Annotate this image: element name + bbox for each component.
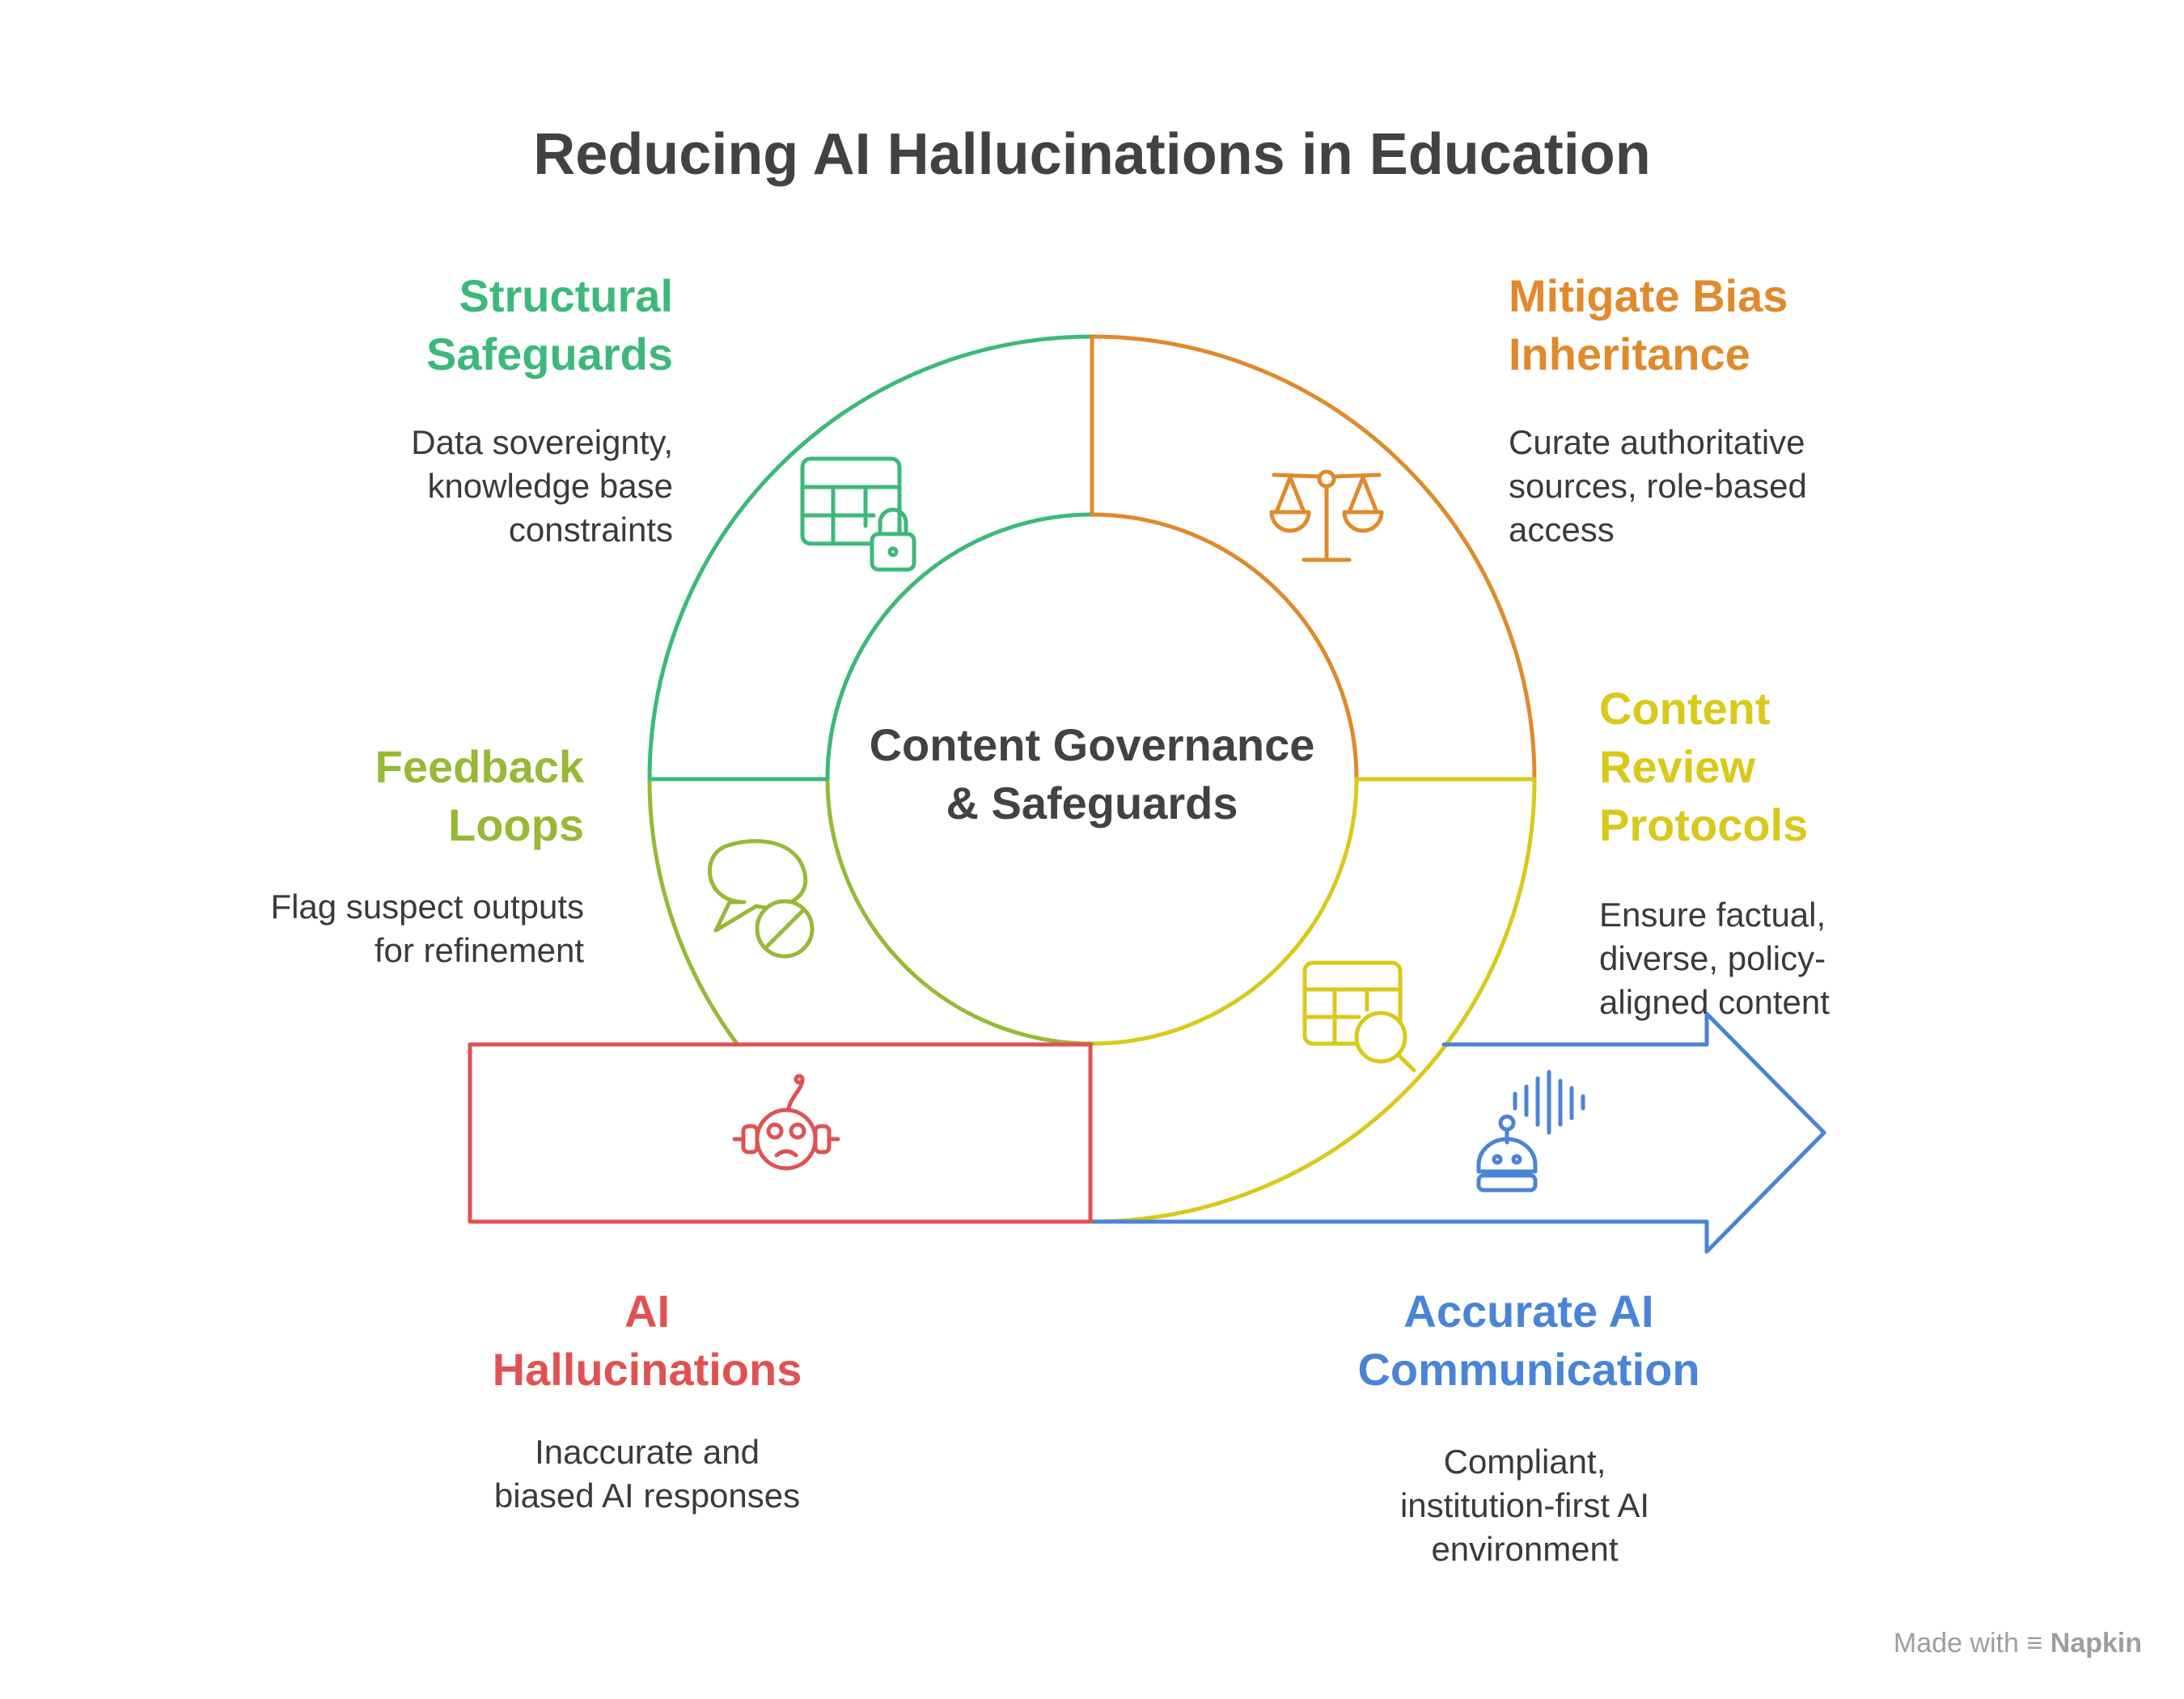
- feedback-description: Flag suspect outputs for refinement: [270, 888, 584, 969]
- inner-ring-feedback: [825, 777, 1094, 1046]
- hallucination-heading: AI Hallucinations: [492, 1286, 802, 1395]
- hallucination-description: Inaccurate and biased AI responses: [493, 1433, 801, 1515]
- chat-block-icon: [708, 839, 815, 959]
- table-search-icon: [1302, 960, 1416, 1073]
- table-lock-icon: [800, 456, 916, 572]
- ring-segment-feedback: [647, 777, 739, 1046]
- napkin-logo-icon: ≡: [2026, 1628, 2043, 1659]
- review-description: Ensure factual, diverse, policy- aligned…: [1599, 896, 1830, 1021]
- footer-prefix: Made with: [1893, 1628, 2019, 1659]
- structural-description: Data sovereignty, knowledge base constra…: [411, 423, 673, 549]
- scales-icon: [1269, 469, 1384, 562]
- structural-heading: Structural Safeguards: [426, 270, 673, 379]
- ring-segment-review: [1090, 777, 1537, 1224]
- page-title: Reducing AI Hallucinations in Education: [533, 122, 1651, 187]
- review-heading: Content Review Protocols: [1599, 683, 1809, 850]
- speaking-robot-icon: [1476, 1070, 1585, 1193]
- inner-ring-structural: [825, 512, 1094, 782]
- outcome-heading: Accurate AI Communication: [1357, 1286, 1700, 1395]
- feedback-heading: Feedback Loops: [375, 741, 584, 850]
- outcome-arrow: [1090, 1011, 1826, 1254]
- bias-heading: Mitigate Bias Inheritance: [1509, 270, 1788, 379]
- center-label: Content Governance & Safeguards: [869, 719, 1315, 828]
- made-with-footer: Made with ≡ Napkin: [1894, 1628, 2142, 1659]
- ring-segment-structural: [647, 334, 1094, 782]
- footer-brand: Napkin: [2050, 1628, 2142, 1659]
- inner-ring-bias: [1090, 512, 1359, 782]
- outcome-description: Compliant, institution-first AI environm…: [1399, 1443, 1650, 1568]
- bias-description: Curate authoritative sources, role-based…: [1509, 423, 1807, 549]
- sad-robot-icon: [732, 1074, 840, 1171]
- ring-segment-bias: [1090, 334, 1537, 782]
- inner-ring-review: [1090, 777, 1359, 1046]
